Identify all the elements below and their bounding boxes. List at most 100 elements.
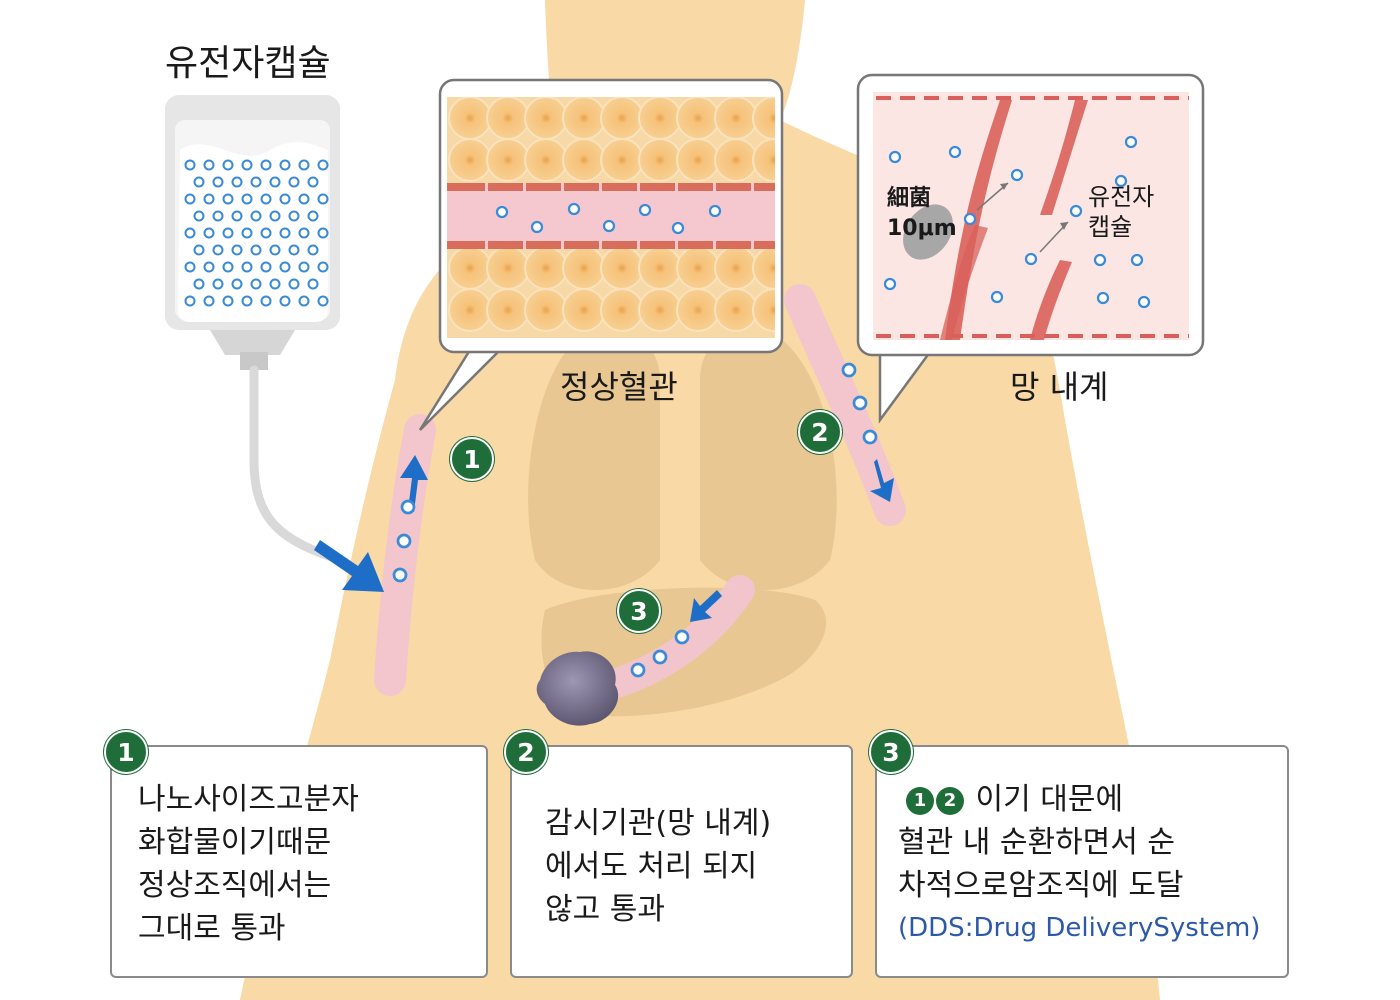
capsule-icon <box>298 193 310 205</box>
capsule-icon <box>674 629 690 645</box>
capsule-icon <box>530 220 544 234</box>
callout-reticuloendothelial <box>856 73 1205 424</box>
capsule-icon <box>288 210 300 222</box>
capsule-icon <box>203 261 215 273</box>
capsule-icon <box>317 261 329 273</box>
capsule-icon <box>307 278 319 290</box>
capsule-icon <box>212 278 224 290</box>
capsule-icon <box>231 278 243 290</box>
capsule-icon <box>1096 291 1110 305</box>
capsule-icon <box>260 159 272 171</box>
capsule-icon <box>602 219 616 233</box>
arrow-into-arm <box>314 540 384 592</box>
arrow-to-liver <box>690 590 722 622</box>
capsule-icon <box>1137 295 1151 309</box>
step-2-text: 감시기관(망 내계) 에서도 처리 되지 않고 통과 <box>545 806 772 927</box>
capsule-icon <box>288 176 300 188</box>
capsule-icon <box>298 227 310 239</box>
capsule-label: 유전자 캡슐 <box>1088 183 1155 241</box>
capsule-icon <box>250 244 262 256</box>
step-3-box-badge: 3 <box>869 730 913 774</box>
capsule-icon <box>708 204 722 218</box>
capsule-icon <box>203 227 215 239</box>
capsule-icon <box>307 176 319 188</box>
step-3-box <box>875 745 1289 978</box>
step-2-box-badge: 2 <box>504 730 548 774</box>
capsule-icon <box>638 203 652 217</box>
capsule-icon <box>241 295 253 307</box>
step-2-badge: 2 <box>798 410 842 454</box>
capsule-icon <box>1130 253 1144 267</box>
capsule-icon <box>269 176 281 188</box>
capsule-icon <box>203 159 215 171</box>
capsule-icon <box>288 278 300 290</box>
bacteria-label: 細菌 10μm <box>887 186 957 241</box>
capsule-icon <box>222 193 234 205</box>
capsule-icon <box>184 261 196 273</box>
capsule-icon <box>241 227 253 239</box>
capsule-icon <box>260 261 272 273</box>
capsule-icon <box>1093 253 1107 267</box>
flow-arrows <box>314 455 894 622</box>
capsule-icon <box>1010 168 1024 182</box>
capsule-icon <box>241 261 253 273</box>
capsule-icon <box>260 295 272 307</box>
capsule-icon <box>212 210 224 222</box>
capsule-icon <box>630 662 646 678</box>
capsule-icon <box>400 499 416 515</box>
capsule-icon <box>948 145 962 159</box>
capsule-icon <box>1024 252 1038 266</box>
capsule-icon <box>269 210 281 222</box>
capsule-icon <box>269 244 281 256</box>
capsule-icon <box>260 227 272 239</box>
iv-bag-label: 유전자캡슐 <box>165 43 331 84</box>
step-ref-2-badge: 2 <box>936 786 964 815</box>
capsule-icon <box>222 261 234 273</box>
bacteria-icon <box>903 204 953 260</box>
capsule-icon <box>279 159 291 171</box>
capsule-icon <box>279 193 291 205</box>
capsule-icon <box>231 244 243 256</box>
capsule-icon <box>184 159 196 171</box>
capsule-icon <box>317 159 329 171</box>
capsule-icon <box>260 193 272 205</box>
capsule-icon <box>193 278 205 290</box>
capsule-icon <box>298 261 310 273</box>
capsule-icon <box>212 244 224 256</box>
capsule-icon <box>990 290 1004 304</box>
capsule-icon <box>396 533 412 549</box>
reticuloendothelial-label: 망 내계 <box>1010 368 1109 406</box>
capsule-icon <box>250 176 262 188</box>
iv-bag-capsules <box>184 159 329 307</box>
callout-normal-vessel <box>418 78 784 431</box>
capsule-icon <box>193 176 205 188</box>
iv-bag <box>165 95 345 565</box>
capsule-icon <box>231 210 243 222</box>
capsule-icon <box>222 227 234 239</box>
capsule-icon <box>298 295 310 307</box>
capsule-icon <box>652 649 668 665</box>
capsule-icon <box>269 278 281 290</box>
step-3-badge: 3 <box>617 589 661 633</box>
step-ref-1-badge: 1 <box>906 786 934 815</box>
capsule-icon <box>203 193 215 205</box>
capsule-icon <box>862 429 878 445</box>
capsule-icon <box>495 205 509 219</box>
capsule-icon <box>307 244 319 256</box>
normal-vessel-label: 정상혈관 <box>560 368 678 406</box>
capsule-icon <box>250 278 262 290</box>
step-2-box <box>510 745 853 978</box>
capsule-icon <box>212 176 224 188</box>
capsule-icon <box>203 295 215 307</box>
capsule-icon <box>883 277 897 291</box>
step-1-box-badge: 1 <box>104 730 148 774</box>
capsule-icon <box>392 567 408 583</box>
capsule-icon <box>279 261 291 273</box>
capsule-icon <box>279 295 291 307</box>
capsule-icon <box>963 212 977 226</box>
step-1-badge: 1 <box>450 437 494 481</box>
capsule-icon <box>184 295 196 307</box>
capsule-icon <box>317 295 329 307</box>
capsule-icon <box>241 193 253 205</box>
